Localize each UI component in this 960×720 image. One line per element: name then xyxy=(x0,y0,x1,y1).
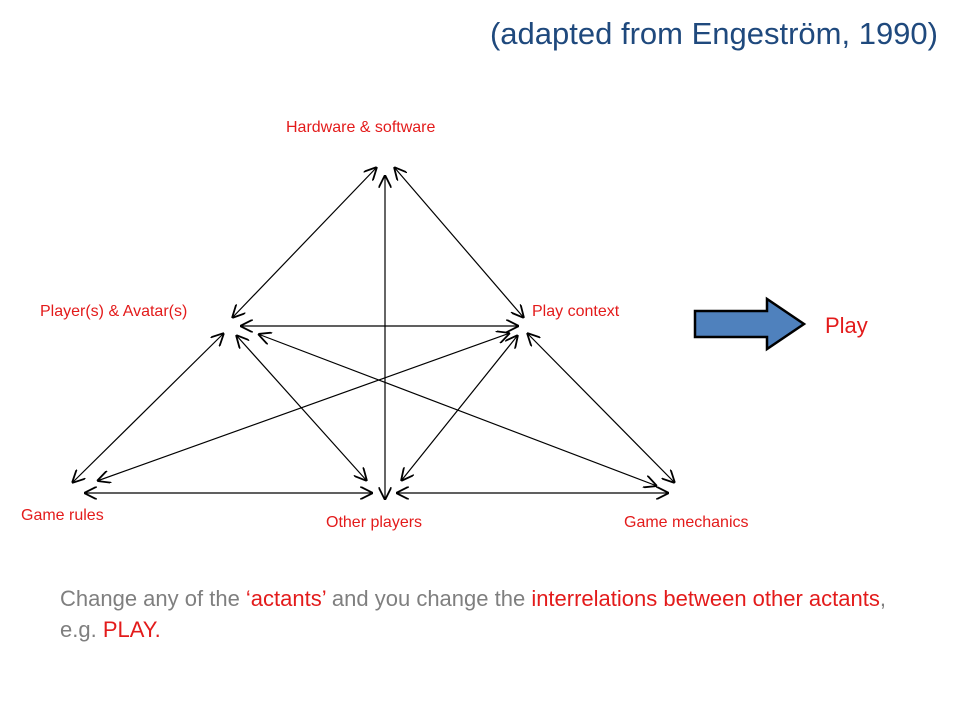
caption: Change any of the ‘actants’ and you chan… xyxy=(60,583,920,645)
edge-context-mechanics xyxy=(527,333,675,483)
node-other-players: Other players xyxy=(326,514,423,531)
edge-players-hardware xyxy=(232,167,377,318)
caption-interrelations: interrelations between other actants xyxy=(531,586,880,611)
caption-part-5: , e.g. xyxy=(60,586,886,642)
outcome-arrow xyxy=(693,296,807,352)
slide-title: (adapted from Engeström, 1990) xyxy=(489,16,938,51)
play-outcome-label: Play xyxy=(825,313,868,338)
node-play-context: Play context xyxy=(532,303,620,320)
node-players-avatars: Player(s) & Avatar(s) xyxy=(40,303,188,320)
caption-part-1: Change any of the xyxy=(60,586,246,611)
caption-play: PLAY. xyxy=(102,617,161,642)
caption-actants: ‘actants’ xyxy=(245,586,326,611)
edge-hardware-context xyxy=(394,167,524,318)
node-game-mechanics: Game mechanics xyxy=(624,514,749,531)
node-hardware-software: Hardware & software xyxy=(286,119,436,136)
edge-rules-players xyxy=(72,333,224,483)
edge-others-context xyxy=(401,335,518,481)
node-game-rules: Game rules xyxy=(21,507,104,524)
caption-part-3: and you change the xyxy=(325,586,532,611)
